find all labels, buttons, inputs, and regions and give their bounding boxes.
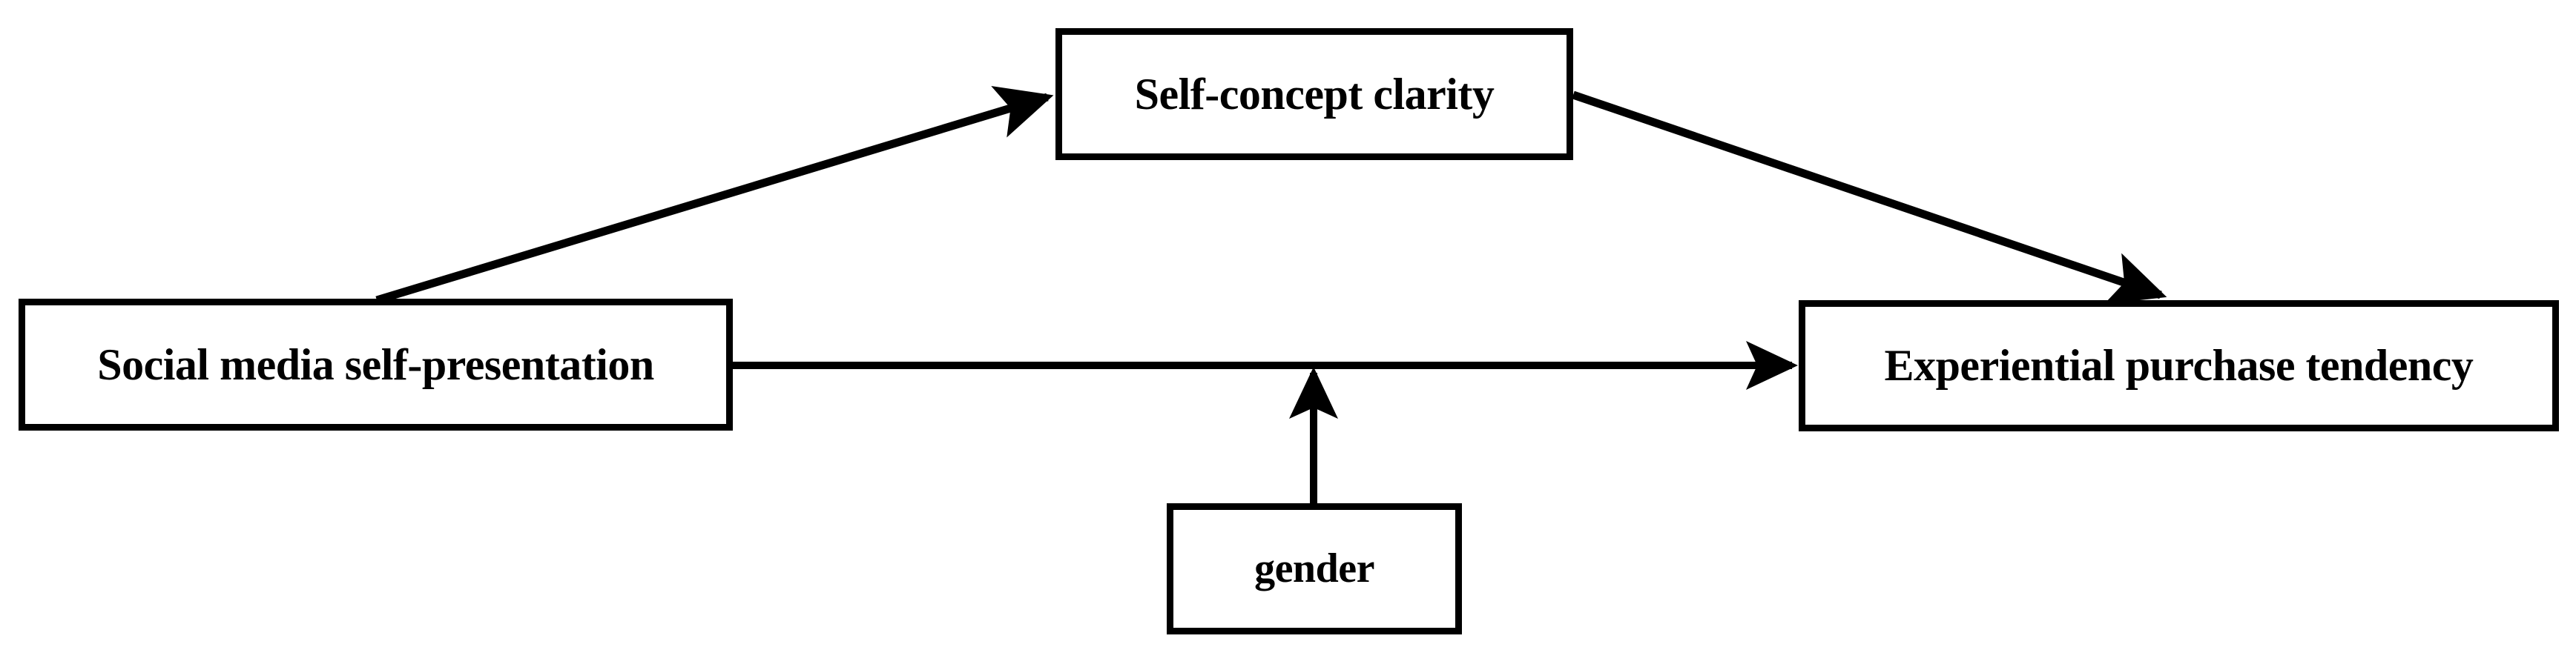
- edge-scc-to-ept: [1572, 90, 2167, 305]
- node-label-self-concept-clarity: Self-concept clarity: [1134, 69, 1495, 119]
- node-experiential-purchase-tendency[interactable]: Experiential purchase tendency: [1799, 300, 2559, 431]
- node-label-gender: gender: [1254, 545, 1374, 592]
- node-gender[interactable]: gender: [1167, 503, 1462, 634]
- edge-sms-to-scc: [375, 86, 1054, 305]
- node-social-media-self-presentation[interactable]: Social media self-presentation: [19, 299, 733, 431]
- node-label-experiential-purchase-tendency: Experiential purchase tendency: [1884, 341, 2474, 390]
- node-label-social-media-self-presentation: Social media self-presentation: [97, 339, 654, 389]
- node-self-concept-clarity[interactable]: Self-concept clarity: [1055, 28, 1573, 160]
